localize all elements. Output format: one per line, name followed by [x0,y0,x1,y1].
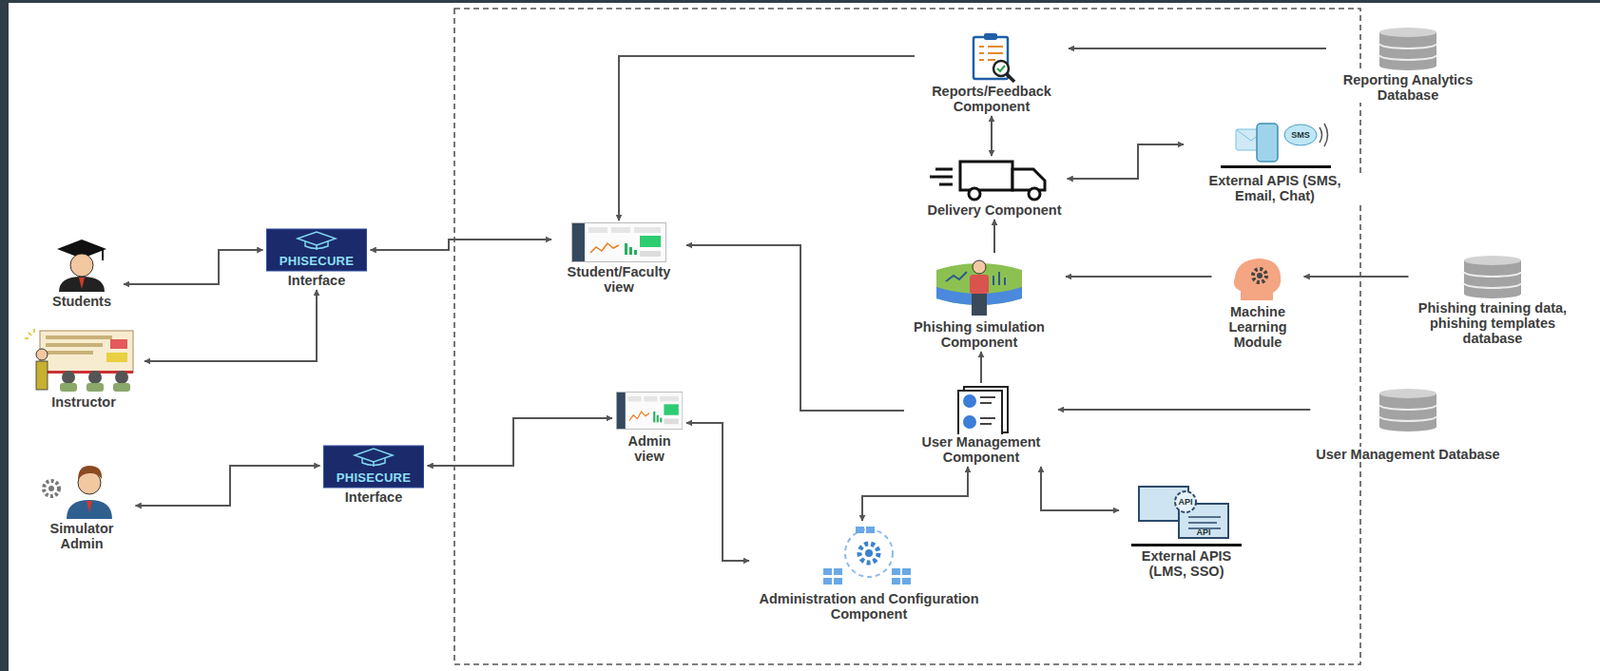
icon-area [963,34,1021,82]
node-label: Interface [343,489,405,505]
node-label: Phishing training data, phishing templat… [1412,300,1574,347]
icon-area [571,222,667,263]
icon-area [1229,252,1287,303]
component-node: Machine Learning Module [1212,250,1305,352]
icon-area [1129,480,1244,547]
connector-arrow [862,466,968,521]
icon-area [816,522,922,590]
icon-area [937,385,1025,433]
node-label: Instructor [49,394,118,410]
icon-area [917,254,1041,318]
node-label: Students [50,293,114,309]
node-label: External APIS (LMS, SSO) [1122,548,1251,579]
icon-area [1376,26,1440,71]
component-node: External APIS (LMS, SSO) [1118,478,1254,581]
icon-area [1459,254,1526,299]
icon-text: API [1195,527,1211,538]
page-ground [8,2,1600,671]
connector-arrow [686,245,905,411]
component-node: Student/Faculty view [551,220,687,297]
component-node: Simulator Admin [28,463,136,554]
node-label: Phishing simulation Component [896,319,1062,350]
component-node: Admin view [612,387,687,466]
icon-area: PHISECURE [324,445,425,488]
icon-area [1222,119,1328,172]
node-label: Interface [286,272,347,289]
connector-arrow [686,423,750,561]
component-node: Administration and Configuration Compone… [749,520,989,624]
connector-arrow [427,418,614,466]
icon-area: PHISECURE [267,229,367,271]
node-label: User Management Database [1313,446,1502,463]
component-node: Instructor [22,326,145,412]
connector-arrow [990,115,993,156]
connector-arrow [1058,408,1311,411]
component-node: Delivery Component [922,155,1068,220]
icon-text: SMS [1291,130,1311,140]
component-node: User Management Database [1310,385,1505,464]
connector-arrow [1067,144,1185,179]
icon-area [26,327,141,393]
node-label: Reports/Feedback Component [918,83,1065,115]
component-node: User Management Component [904,383,1059,467]
connector-arrow [135,465,321,506]
component-node: Phishing simulation Component [892,252,1066,352]
node-label: Admin view [618,433,680,464]
node-label: Machine Learning Module [1215,304,1301,350]
component-node: Reports/Feedback Component [914,32,1069,116]
connector-arrow [1040,466,1119,511]
node-label: Administration and Configuration Compone… [752,591,985,622]
component-node: External APIS (SMS, Email, Chat) [1183,117,1367,206]
connector-arrow [993,219,996,253]
icon-area [942,157,1047,201]
connector-arrow [370,239,553,251]
node-label: Delivery Component [925,202,1064,218]
connector-arrow [1304,275,1409,278]
node-label: Reporting Analytics Database [1330,72,1486,103]
component-node: Students [39,237,124,311]
node-label: Student/Faculty view [555,264,683,295]
connector-arrow [123,250,264,285]
node-label: External APIS (SMS, Email, Chat) [1187,173,1363,204]
connector-arrow [144,289,317,362]
connector-arrow [980,351,983,384]
component-node: Reporting Analytics Database [1326,24,1490,105]
node-label: User Management Component [907,434,1055,465]
connector-arrow [1068,47,1327,50]
icon-area [616,389,683,432]
logo-text: PHISECURE [324,471,425,485]
interface-node: PHISECURE Interface [263,227,371,290]
logo-text: PHISECURE [267,254,367,269]
connector-arrow [1065,275,1213,278]
icon-area [32,465,133,520]
icon-area [1376,387,1440,445]
component-node: Phishing training data, phishing templat… [1408,252,1578,348]
connector-arrow [618,56,915,221]
icon-area [43,239,120,292]
node-label: Simulator Admin [37,520,127,552]
icon-text: API [1177,497,1193,507]
interface-node: PHISECURE Interface [320,443,428,507]
